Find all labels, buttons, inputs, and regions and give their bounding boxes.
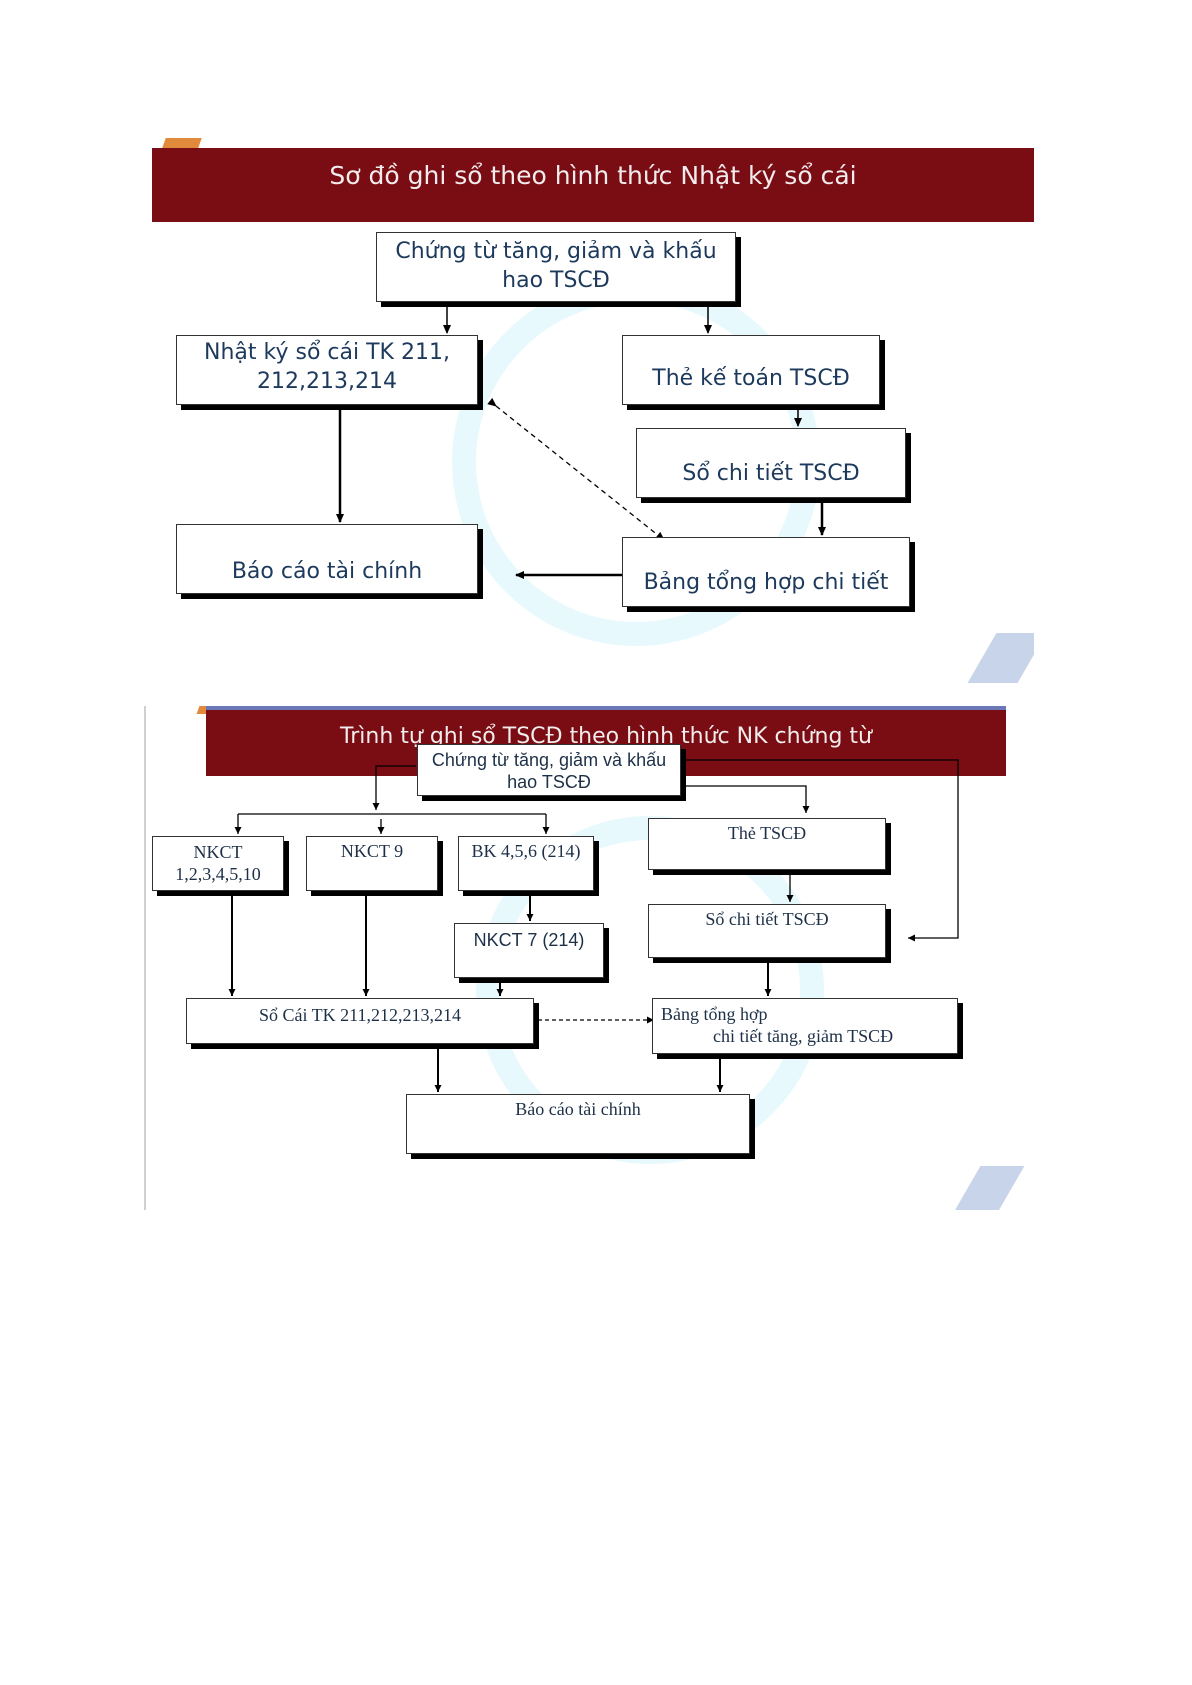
diagram-nhat-ky-so-cai: Sơ đồ ghi sổ theo hình thức Nhật ký sổ c… [152, 138, 1034, 686]
node-text: Báo cáo tài chính [231, 559, 423, 584]
node-text: BK 4,5,6 (214) [471, 841, 581, 861]
node-text: NKCT 7 (214) [473, 930, 585, 950]
connector-source-left [372, 765, 416, 810]
node-text: Sổ chi tiết TSCĐ [682, 461, 860, 486]
node-text: NKCT 9 [340, 841, 404, 861]
node-source-documents: Chứng từ tăng, giảm và khấu hao TSCĐ [417, 744, 681, 796]
node-detail-book: Sổ chi tiết TSCĐ [648, 904, 886, 958]
diagram-title: Sơ đồ ghi sổ theo hình thức Nhật ký sổ c… [329, 161, 857, 190]
arrow-source-to-card [682, 785, 810, 813]
node-text-line: Nhật ký sổ cái TK 211, [204, 340, 450, 365]
node-nkct9: NKCT 9 [306, 836, 438, 891]
connector-source-to-detail [682, 759, 959, 942]
node-text: Thẻ TSCĐ [727, 823, 807, 843]
node-text: Sổ Cái TK 211,212,213,214 [258, 1005, 461, 1025]
node-financial-report: Báo cáo tài chính [406, 1094, 750, 1154]
node-text-line: Bảng tổng hợp [661, 1004, 768, 1024]
node-text-line: 1,2,3,4,5,10 [175, 864, 261, 884]
node-text-line: Chứng từ tăng, giảm và khấu [431, 750, 667, 770]
node-journal-ledger: Nhật ký sổ cái TK 211, 212,213,214 [176, 335, 478, 405]
node-general-ledger: Sổ Cái TK 211,212,213,214 [186, 998, 534, 1044]
node-source-documents: Chứng từ tăng, giảm và khấu hao TSCĐ [376, 232, 736, 302]
node-text: Bảng tổng hợp chi tiết [643, 570, 889, 595]
node-detail-summary: Bảng tổng hợp chi tiết tăng, giảm TSCĐ [652, 998, 958, 1054]
node-text: Sổ chi tiết TSCĐ [705, 909, 829, 929]
node-text-line: chi tiết tăng, giảm TSCĐ [713, 1026, 894, 1046]
diagram-nk-chung-tu: Trình tự ghi sổ TSCĐ theo hình thức NK c… [144, 706, 1042, 1210]
node-detail-book: Sổ chi tiết TSCĐ [636, 428, 906, 498]
node-nkct7: NKCT 7 (214) [454, 923, 604, 978]
node-asset-card: Thẻ TSCĐ [648, 818, 886, 870]
node-asset-card: Thẻ kế toán TSCĐ [622, 335, 880, 405]
node-text-line: hao TSCĐ [507, 772, 591, 792]
node-text-line: hao TSCĐ [502, 268, 610, 293]
flow-connectors [228, 759, 959, 1092]
node-financial-report: Báo cáo tài chính [176, 524, 478, 594]
node-detail-summary: Bảng tổng hợp chi tiết [622, 537, 910, 607]
diagram-title-banner: Sơ đồ ghi sổ theo hình thức Nhật ký sổ c… [152, 148, 1034, 222]
node-text-line: NKCT [193, 842, 243, 862]
node-text: Báo cáo tài chính [515, 1099, 641, 1119]
node-text: Thẻ kế toán TSCĐ [652, 366, 850, 391]
node-text-line: 212,213,214 [257, 369, 397, 394]
node-bk456: BK 4,5,6 (214) [458, 836, 594, 891]
node-text-line: Chứng từ tăng, giảm và khấu [395, 239, 717, 264]
node-nkct-group: NKCT 1,2,3,4,5,10 [152, 836, 284, 891]
